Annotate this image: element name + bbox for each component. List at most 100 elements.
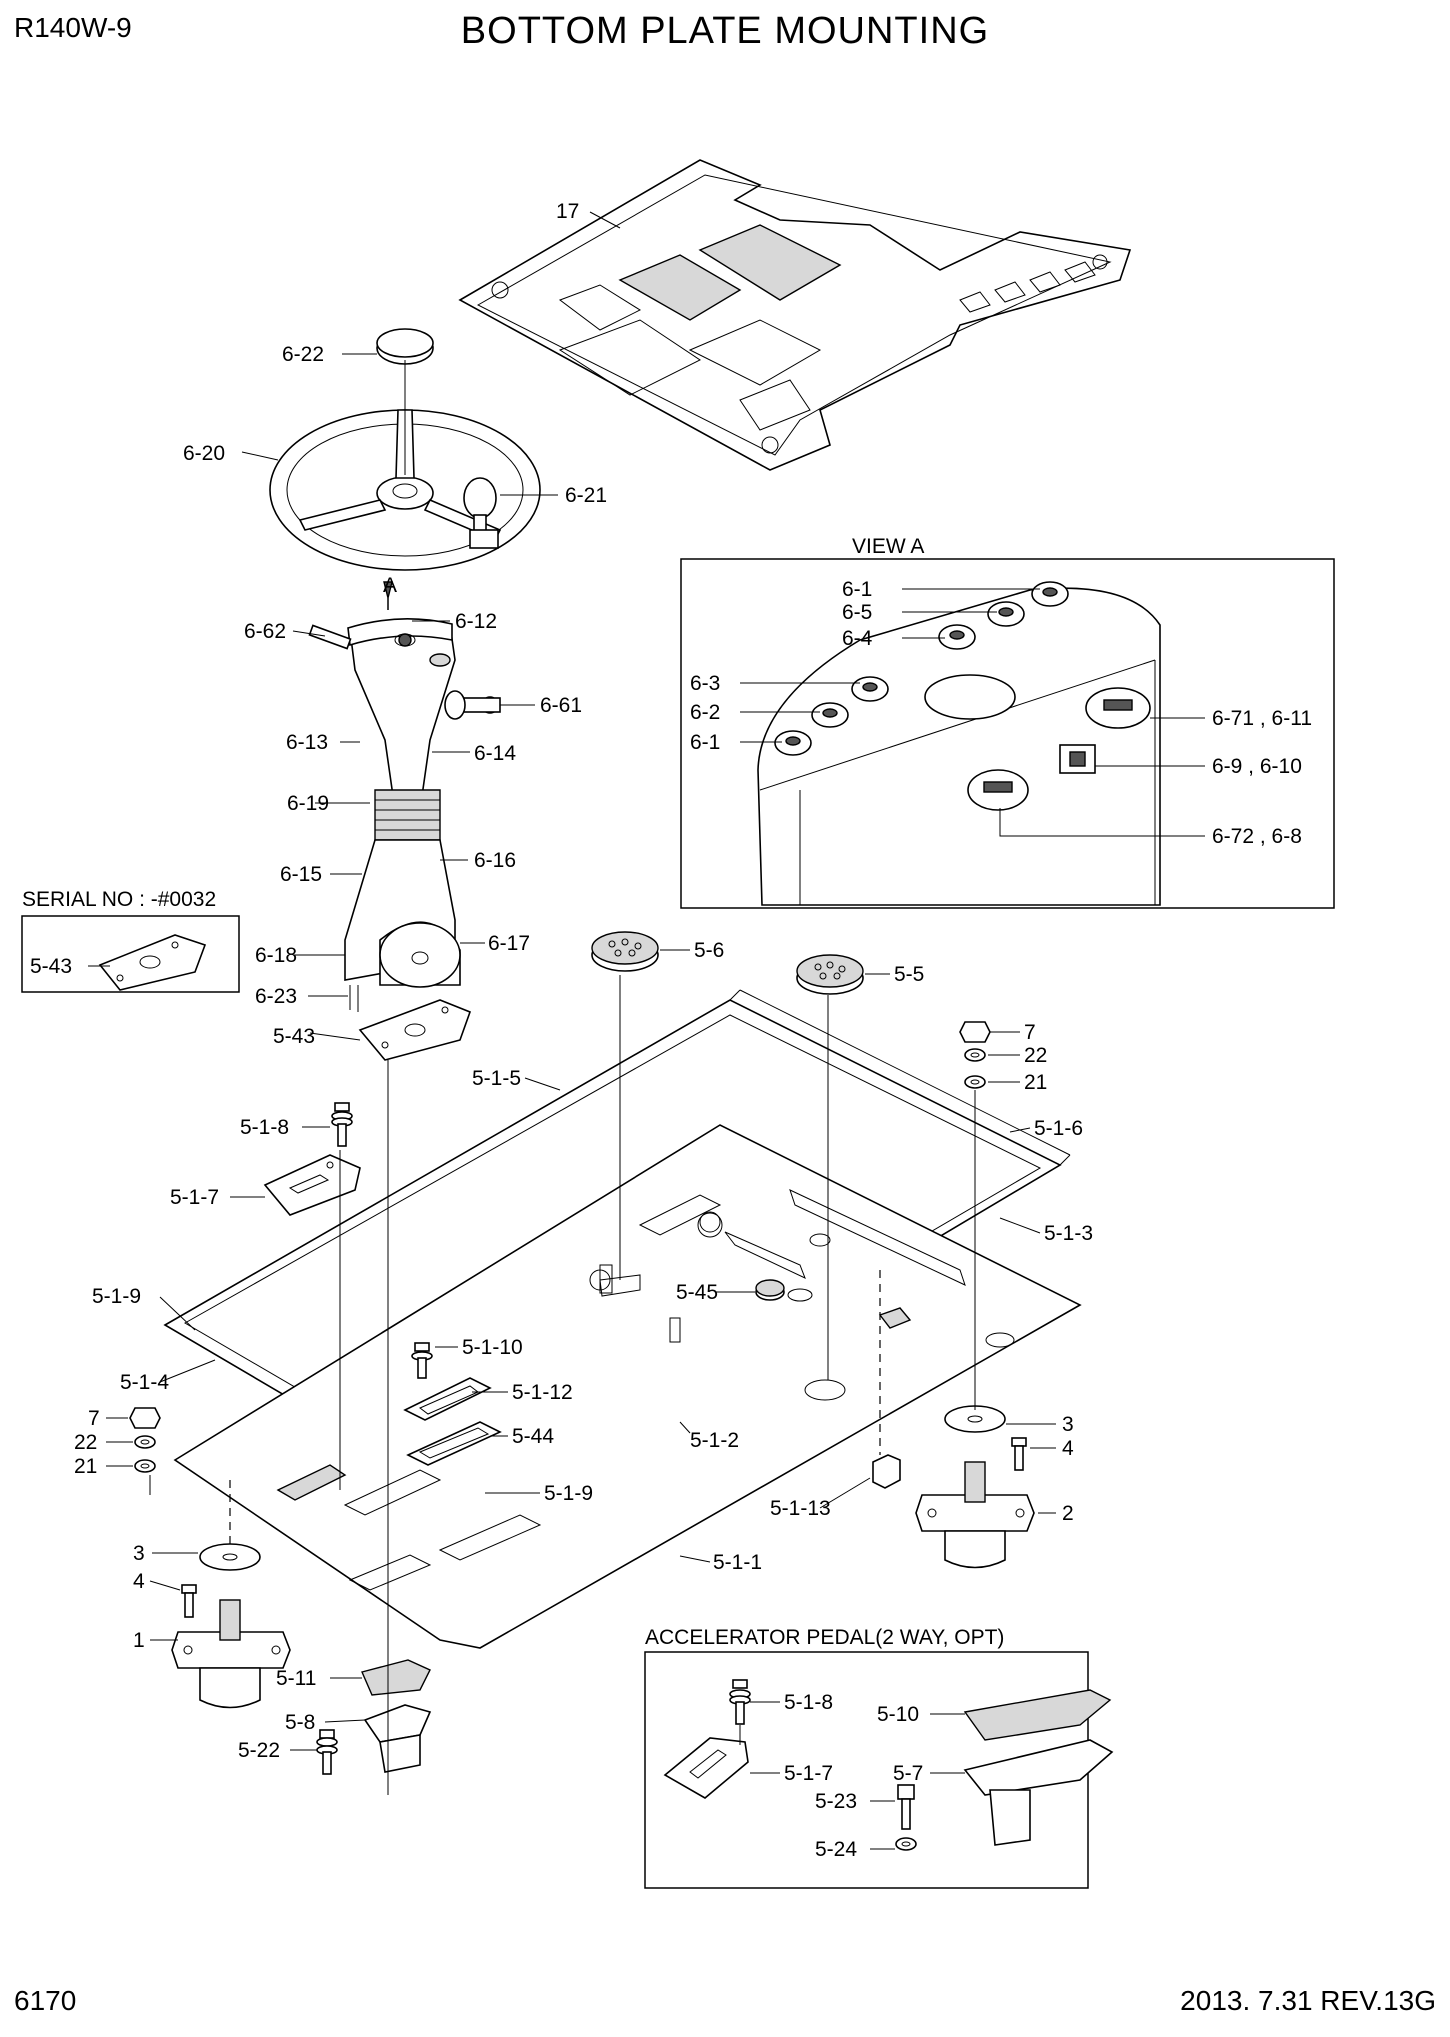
callout-22-left: 22 [74, 1431, 97, 1454]
callout-6-12: 6-12 [455, 610, 497, 633]
callout-6-15: 6-15 [280, 863, 322, 886]
right-mount [915, 1405, 1035, 1569]
callout-5-45: 5-45 [676, 1281, 718, 1304]
callout-5-1-6: 5-1-6 [1034, 1117, 1083, 1140]
floor-mat [458, 159, 1132, 471]
serial-no-label: SERIAL NO : -#0032 [22, 888, 216, 911]
serial-no-box [21, 915, 240, 993]
bolt-5-22 [316, 1729, 338, 1775]
callout-6-23: 6-23 [255, 985, 297, 1008]
steering-column [308, 581, 501, 1061]
callout-6-17: 6-17 [488, 932, 530, 955]
callout-4-right: 4 [1062, 1437, 1074, 1460]
callout-5-1-3: 5-1-3 [1044, 1222, 1093, 1245]
callout-2: 2 [1062, 1502, 1074, 1525]
accel-pedal-5-10 [963, 1689, 1112, 1741]
view-a-callout-6-5: 6-5 [842, 601, 872, 624]
view-a-callout-6-72: 6-72 , 6-8 [1212, 825, 1302, 848]
accel-bolt-5-23 [897, 1784, 915, 1830]
view-a-callout-6-9: 6-9 , 6-10 [1212, 755, 1302, 778]
bottom-plate [173, 1124, 1082, 1649]
callout-5-44: 5-44 [512, 1425, 554, 1448]
block-5-1-13 [872, 1454, 901, 1489]
callout-6-61: 6-61 [540, 694, 582, 717]
callout-22-right: 22 [1024, 1044, 1047, 1067]
pedal-5-8 [363, 1704, 432, 1773]
view-a-console [757, 581, 1161, 906]
view-a-label: VIEW A [852, 535, 924, 558]
callout-17: 17 [556, 200, 579, 223]
grommet-5-45 [755, 1279, 785, 1301]
callout-6-16: 6-16 [474, 849, 516, 872]
callout-5-22: 5-22 [238, 1739, 280, 1762]
bracket-5-1-7 [263, 1154, 361, 1216]
view-a-callout-6-1-bot: 6-1 [690, 731, 720, 754]
accel-callout-5-24: 5-24 [815, 1838, 857, 1861]
pedal-5-11 [361, 1659, 431, 1696]
accel-callout-5-1-7: 5-1-7 [784, 1762, 833, 1785]
page-title: BOTTOM PLATE MOUNTING [460, 10, 990, 52]
callout-5-6: 5-6 [694, 939, 724, 962]
callout-5-1-4: 5-1-4 [120, 1371, 169, 1394]
left-fasteners [129, 1407, 161, 1473]
view-a-callout-6-3: 6-3 [690, 672, 720, 695]
accel-bracket-5-1-7 [663, 1737, 749, 1799]
steering-wheel [269, 328, 541, 571]
view-a-callout-6-1-top: 6-1 [842, 578, 872, 601]
callout-5-1-10: 5-1-10 [462, 1336, 523, 1359]
accel-bolt-5-1-8 [729, 1679, 751, 1725]
callout-5-1-13: 5-1-13 [770, 1497, 831, 1520]
callout-5-1-2: 5-1-2 [690, 1429, 739, 1452]
callout-6-13: 6-13 [286, 731, 328, 754]
callout-6-22: 6-22 [282, 343, 324, 366]
callout-5-1-1: 5-1-1 [713, 1551, 762, 1574]
callout-5-1-5: 5-1-5 [472, 1067, 521, 1090]
bolt-5-1-10 [411, 1342, 433, 1379]
callout-5-43: 5-43 [273, 1025, 315, 1048]
callout-21-right: 21 [1024, 1071, 1047, 1094]
callout-6-18: 6-18 [255, 944, 297, 967]
accel-callout-5-1-8: 5-1-8 [784, 1691, 833, 1714]
callout-7-right: 7 [1024, 1021, 1036, 1044]
accelerator-label: ACCELERATOR PEDAL(2 WAY, OPT) [645, 1626, 1004, 1649]
callout-6-19: 6-19 [287, 792, 329, 815]
accel-callout-5-23: 5-23 [815, 1790, 857, 1813]
callout-5-1-8: 5-1-8 [240, 1116, 289, 1139]
accel-callout-5-10: 5-10 [877, 1703, 919, 1726]
accel-washer-5-24 [895, 1837, 917, 1851]
callout-21-left: 21 [74, 1455, 97, 1478]
callout-5-1-7: 5-1-7 [170, 1186, 219, 1209]
callout-5-11: 5-11 [276, 1667, 316, 1690]
model-number: R140W-9 [14, 12, 132, 43]
bolt-5-1-8 [331, 1102, 353, 1147]
callout-6-14: 6-14 [474, 742, 516, 765]
serial-no-plate [98, 934, 207, 991]
revision-date: 2013. 7.31 REV.13G [1180, 1985, 1436, 2016]
view-a-callout-6-71: 6-71 , 6-11 [1212, 707, 1312, 730]
callout-5-5: 5-5 [894, 963, 924, 986]
callout-5-1-12: 5-1-12 [512, 1381, 573, 1404]
accel-callout-5-7: 5-7 [893, 1762, 923, 1785]
view-a-box [680, 558, 1335, 909]
callout-4-left: 4 [133, 1570, 145, 1593]
callout-3-left: 3 [133, 1542, 145, 1565]
callout-6-21: 6-21 [565, 484, 607, 507]
arrow-a-label: A [383, 574, 397, 597]
callout-5-8: 5-8 [285, 1711, 315, 1734]
view-a-callout-6-2: 6-2 [690, 701, 720, 724]
page-number: 6170 [14, 1985, 77, 2016]
left-mount [171, 1543, 291, 1709]
callout-1: 1 [133, 1629, 145, 1652]
view-a-callout-6-4: 6-4 [842, 627, 873, 650]
callout-5-43-serial: 5-43 [30, 955, 72, 978]
callout-6-20: 6-20 [183, 442, 225, 465]
plate-5-44 [406, 1421, 502, 1466]
callout-3-right: 3 [1062, 1413, 1074, 1436]
accel-pedal-5-7 [963, 1739, 1114, 1846]
callout-5-1-9-left: 5-1-9 [92, 1285, 141, 1308]
callout-6-62: 6-62 [244, 620, 286, 643]
grommet-5-6 [591, 931, 659, 972]
right-fasteners [959, 1021, 991, 1089]
callout-5-1-9-bottom: 5-1-9 [544, 1482, 593, 1505]
